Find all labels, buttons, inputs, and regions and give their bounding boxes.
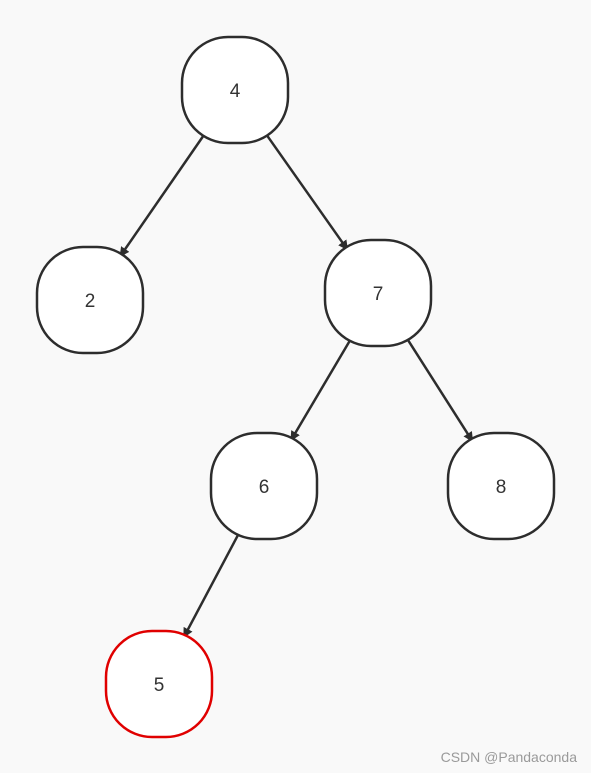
edge-n4-n2: [119, 132, 206, 258]
node-label: 7: [373, 284, 384, 305]
tree-node-6: 6: [209, 431, 319, 541]
edge-n7-n6: [289, 337, 353, 442]
watermark-text: CSDN @Pandaconda: [440, 749, 577, 765]
node-circle: [209, 431, 319, 541]
node-label: 5: [154, 675, 165, 696]
node-label: 4: [230, 81, 241, 102]
edge-n7-n8: [405, 337, 474, 443]
edge-n4-n7: [264, 132, 349, 251]
nodes-layer: 4 2 7 6 8 5: [35, 35, 556, 739]
node-circle: [446, 431, 556, 541]
node-label: 6: [259, 477, 270, 498]
node-label: 8: [496, 477, 507, 498]
tree-node-7: 7: [323, 238, 433, 348]
tree-node-2: 2: [35, 245, 145, 355]
edge-n6-n5: [182, 532, 241, 639]
edges-layer: [119, 132, 474, 639]
node-label: 2: [85, 291, 96, 312]
tree-node-5: 5: [104, 629, 214, 739]
highlighted-node-circle: [104, 629, 214, 739]
node-circle: [180, 35, 290, 145]
node-circle: [35, 245, 145, 355]
node-circle: [323, 238, 433, 348]
tree-node-8: 8: [446, 431, 556, 541]
tree-node-4: 4: [180, 35, 290, 145]
